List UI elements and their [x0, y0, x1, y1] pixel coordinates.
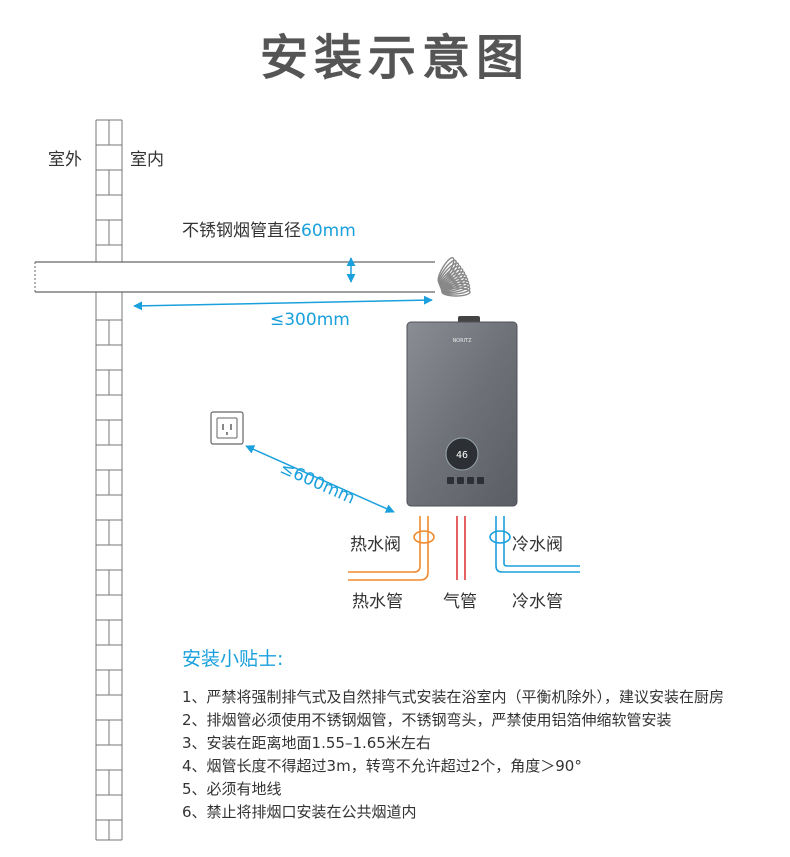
svg-text:NORITZ: NORITZ — [452, 338, 472, 344]
gas-pipe-label: 气管 — [443, 592, 477, 612]
hot-water-pipe — [348, 516, 435, 581]
dist-300-label: ≤300mm — [270, 310, 350, 330]
tip-item: 4、烟管长度不得超过3m，转弯不允许超过2个，角度＞90° — [182, 757, 582, 775]
tip-item: 3、安装在距离地面1.55–1.65米左右 — [182, 734, 431, 752]
page-title: 安装示意图 — [259, 30, 530, 86]
dist-300-arrow — [133, 295, 433, 311]
indoor-label: 室内 — [130, 150, 164, 170]
cold-water-pipe — [489, 516, 580, 573]
pipe-diameter-value: 60mm — [301, 221, 356, 241]
tips-title: 安装小贴士: — [182, 648, 284, 670]
tip-item: 6、禁止将排烟口安装在公共烟道内 — [182, 803, 417, 821]
gas-pipe — [456, 516, 466, 580]
power-socket-icon — [210, 411, 244, 445]
outdoor-label: 室外 — [48, 150, 82, 170]
svg-text:46: 46 — [456, 450, 468, 461]
brick-wall — [95, 119, 123, 841]
tips-list: 1、严禁将强制排气式及自然排气式安装在浴室内（平衡机除外），建议安装在厨房 2、… — [182, 686, 762, 824]
tip-item: 2、排烟管必须使用不锈钢烟管，不锈钢弯头，严禁使用铝箔伸缩软管安装 — [182, 711, 672, 729]
dist-600-arrow — [245, 445, 395, 513]
hot-pipe-label: 热水管 — [352, 592, 403, 612]
flue-elbow — [437, 257, 471, 297]
cold-pipe-label: 冷水管 — [512, 592, 563, 612]
pipe-diameter-prefix: 不锈钢烟管直径 — [182, 221, 301, 241]
hot-valve-label: 热水阀 — [350, 535, 401, 555]
water-heater: NORITZ 46 — [406, 316, 518, 507]
flue-pipe — [34, 261, 435, 293]
tip-item: 5、必须有地线 — [182, 780, 282, 798]
tip-item: 1、严禁将强制排气式及自然排气式安装在浴室内（平衡机除外），建议安装在厨房 — [182, 688, 725, 706]
pipe-diameter-label: 不锈钢烟管直径60mm — [182, 216, 356, 241]
cold-valve-label: 冷水阀 — [512, 535, 563, 555]
